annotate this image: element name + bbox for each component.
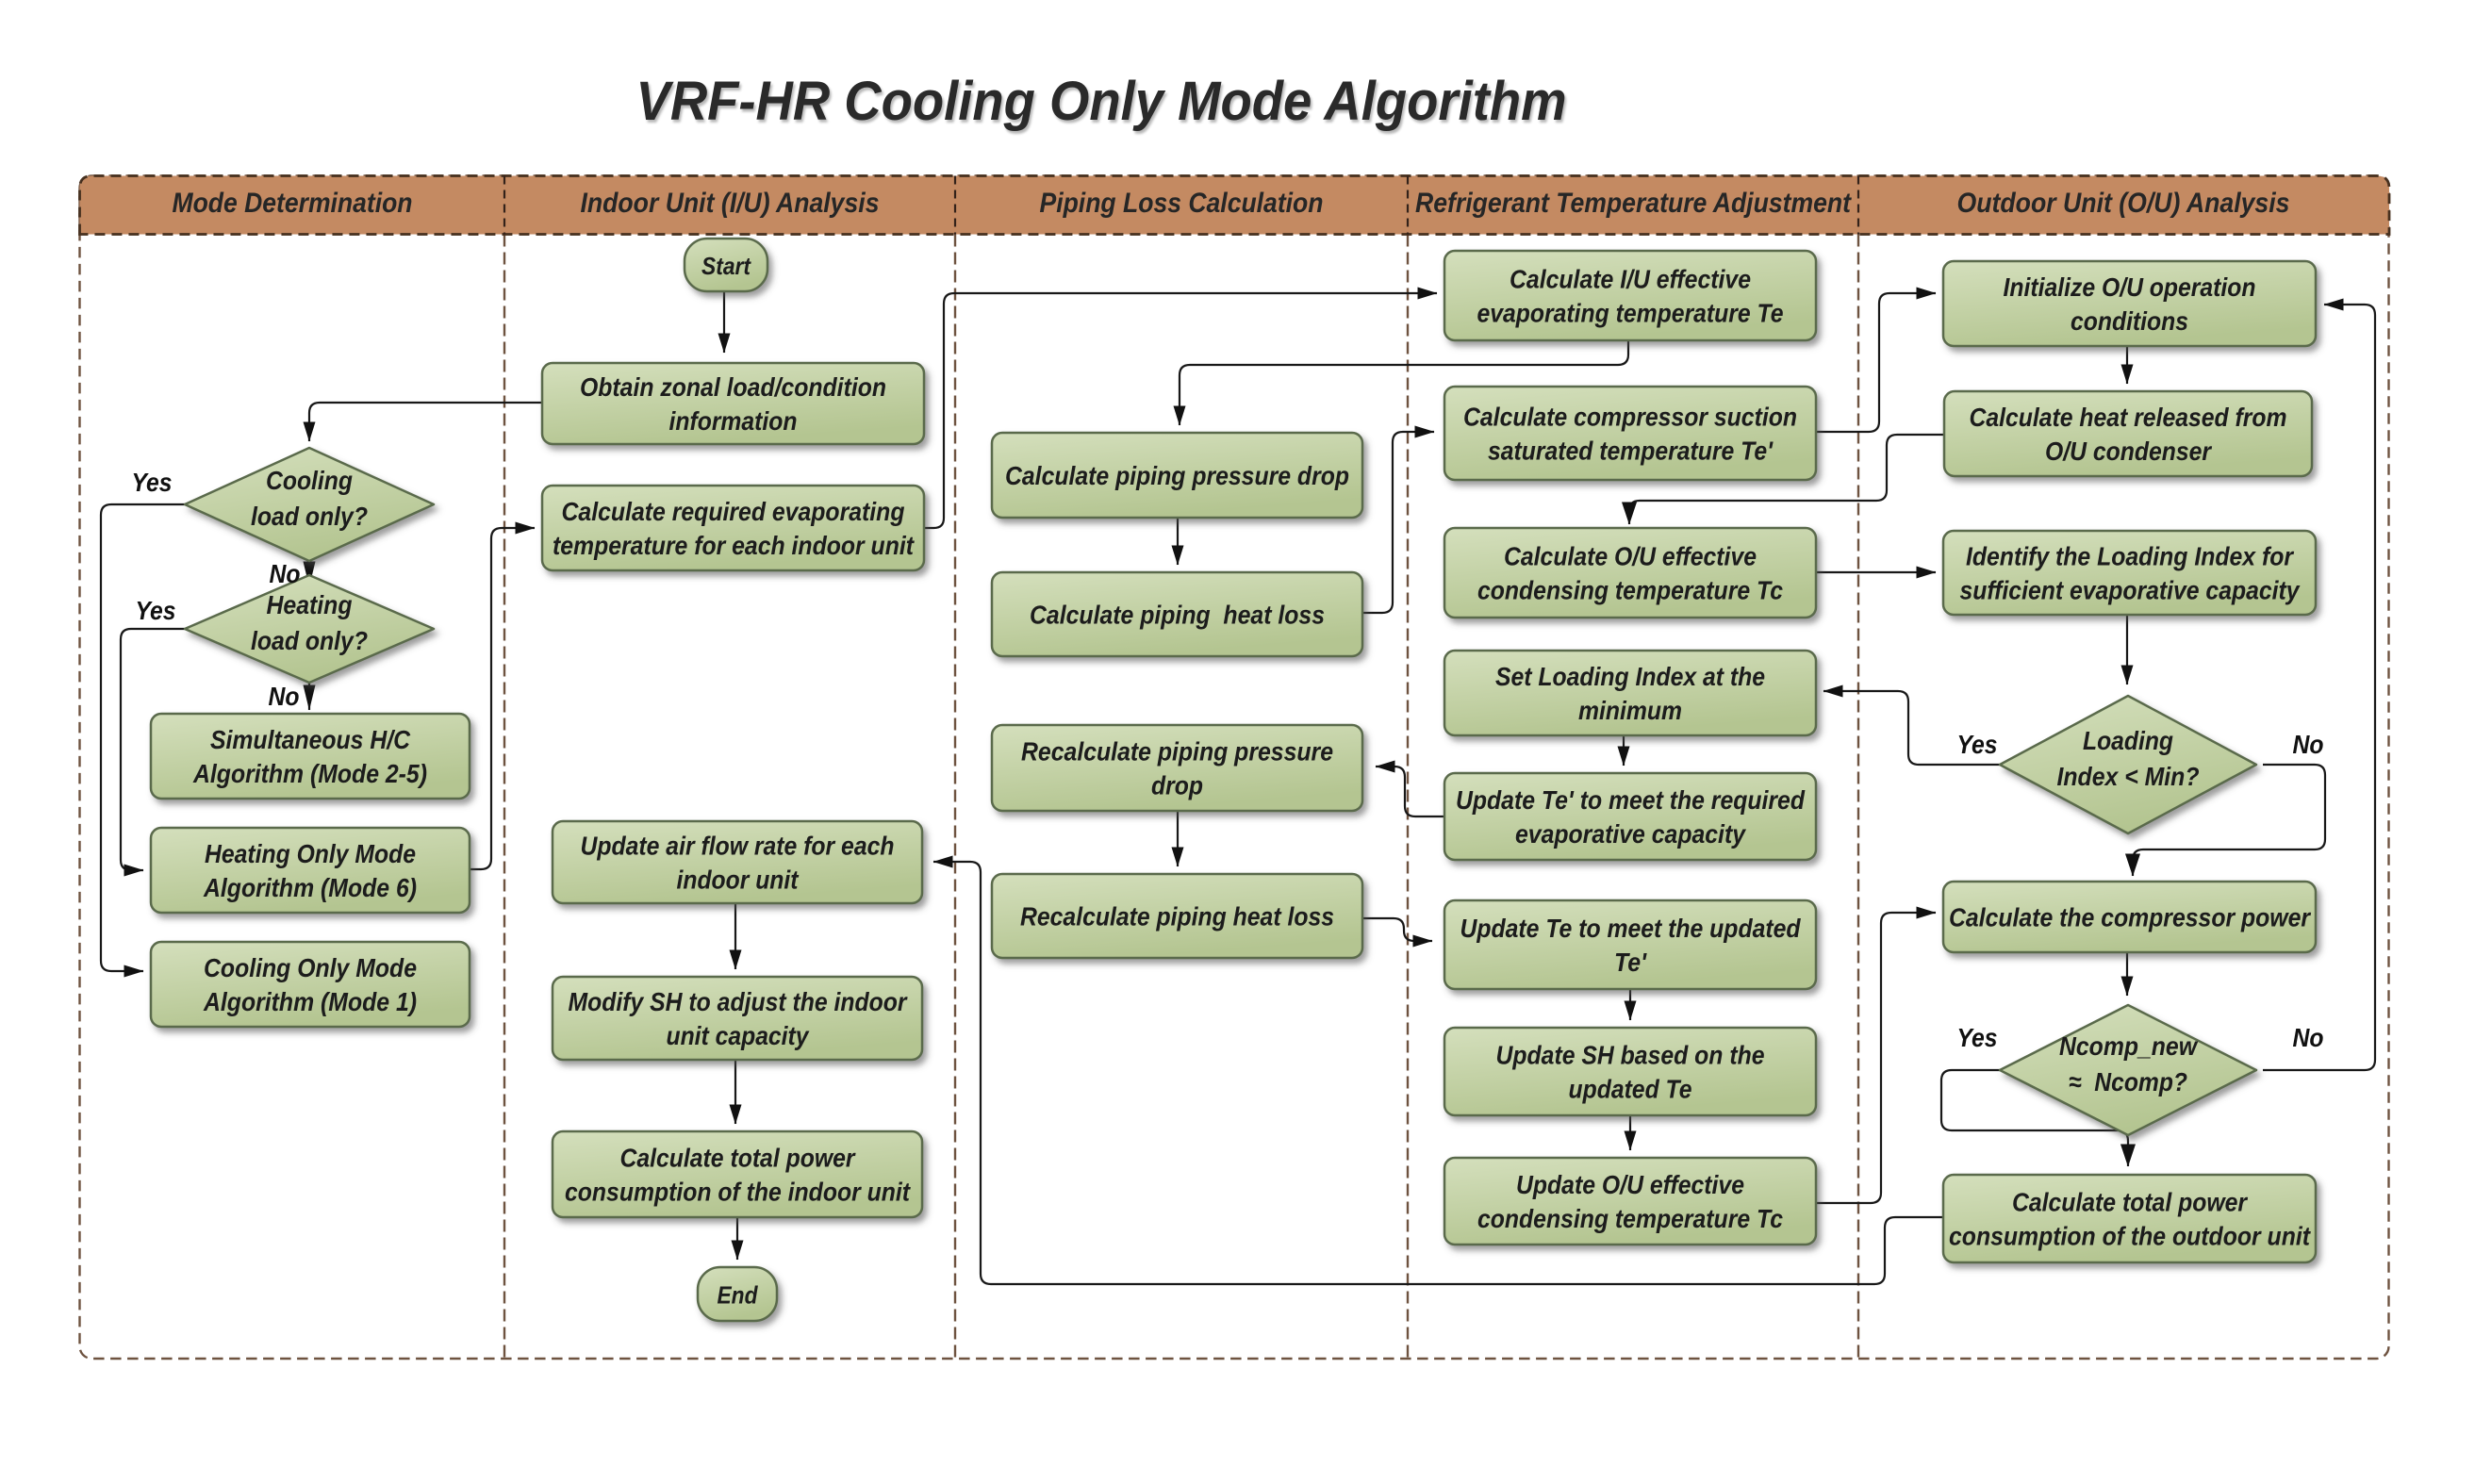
svg-text:Piping Loss Calculation: Piping Loss Calculation	[1040, 188, 1324, 219]
svg-text:Indoor Unit (I/U) Analysis: Indoor Unit (I/U) Analysis	[581, 188, 880, 219]
svg-text:Ncomp_new≈ Ncomp?: Ncomp_new≈ Ncomp?	[2059, 1031, 2199, 1097]
svg-text:Start: Start	[701, 252, 751, 280]
svg-text:VRF-HR Cooling Only Mode Algor: VRF-HR Cooling Only Mode Algorithm	[636, 71, 1567, 132]
svg-text:Calculate required evaporating: Calculate required evaporatingtemperatur…	[553, 497, 915, 560]
svg-text:Yes: Yes	[136, 596, 176, 625]
svg-text:Calculate the compressor power: Calculate the compressor power	[1949, 903, 2312, 932]
svg-text:Calculate piping pressure drop: Calculate piping pressure drop	[1005, 461, 1349, 490]
svg-text:Identify the Loading Index for: Identify the Loading Index forsufficient…	[1960, 542, 2301, 605]
svg-text:Calculate piping heat loss: Calculate piping heat loss	[1030, 601, 1325, 630]
svg-text:Update Te' to meet the require: Update Te' to meet the requiredevaporati…	[1456, 785, 1806, 849]
svg-text:No: No	[270, 559, 301, 588]
svg-text:Recalculate piping heat loss: Recalculate piping heat loss	[1020, 902, 1334, 932]
svg-text:Yes: Yes	[1957, 730, 1998, 759]
svg-text:No: No	[2293, 1023, 2324, 1052]
svg-text:No: No	[269, 682, 300, 711]
svg-text:Yes: Yes	[1957, 1023, 1998, 1052]
svg-text:Outdoor Unit (O/U) Analysis: Outdoor Unit (O/U) Analysis	[1957, 188, 2290, 219]
svg-text:Yes: Yes	[132, 468, 173, 497]
svg-text:Refrigerant Temperature Adjust: Refrigerant Temperature Adjustment	[1415, 188, 1853, 219]
svg-text:Mode Determination: Mode Determination	[173, 188, 413, 219]
svg-text:End: End	[718, 1281, 759, 1310]
svg-text:No: No	[2293, 730, 2324, 759]
